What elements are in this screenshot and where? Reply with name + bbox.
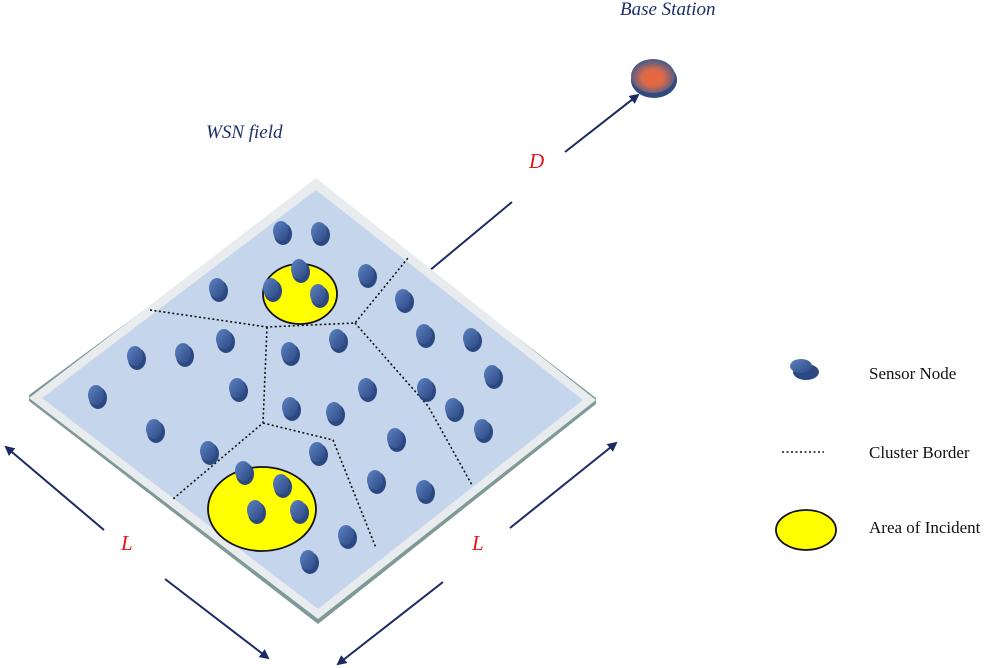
sensor-node-icon xyxy=(282,397,301,421)
sensor-node-icon xyxy=(216,329,235,353)
sensor-node-icon xyxy=(358,378,377,402)
sensor-node-icon xyxy=(326,402,345,426)
sensor-node-icon xyxy=(387,428,406,452)
legend-cluster-border-label: Cluster Border xyxy=(869,443,970,462)
sensor-node-icon xyxy=(175,343,194,367)
left-side-dimension xyxy=(4,445,270,660)
sensor-node-icon xyxy=(263,278,282,302)
sensor-node-icon xyxy=(291,259,310,283)
sensor-node-icon xyxy=(309,442,328,466)
sensor-node-icon xyxy=(247,500,266,524)
sensor-node-icon xyxy=(445,398,464,422)
sensor-node-icon xyxy=(290,500,309,524)
right-side-dimension xyxy=(336,441,618,666)
sensor-node-icon xyxy=(235,461,254,485)
base-station-icon xyxy=(631,59,677,98)
sensor-node-icon xyxy=(146,419,165,443)
sensor-node-icon xyxy=(338,525,357,549)
sensor-node-icon xyxy=(417,378,436,402)
sensor-node-icon xyxy=(416,480,435,504)
distance-label: D xyxy=(528,149,544,173)
wsn-field-plate xyxy=(29,178,596,624)
legend-sensor-node-icon xyxy=(790,359,819,380)
sensor-node-icon xyxy=(484,365,503,389)
legend-incident-swatch xyxy=(775,509,837,551)
sensor-node-icon xyxy=(367,470,386,494)
sensor-node-icon xyxy=(474,419,493,443)
wsn-field-label: WSN field xyxy=(206,122,283,143)
sensor-node-icon xyxy=(300,550,319,574)
right-side-label: L xyxy=(471,531,484,555)
sensor-node-icon xyxy=(229,378,248,402)
legend-incident-label: Area of Incident xyxy=(869,518,981,537)
sensor-node-icon xyxy=(273,474,292,498)
sensor-node-icon xyxy=(273,221,292,245)
sensor-node-icon xyxy=(88,385,107,409)
sensor-node-icon xyxy=(127,346,146,370)
sensor-node-icon xyxy=(329,329,348,353)
cluster-borders xyxy=(149,257,473,549)
sensor-nodes xyxy=(88,221,503,574)
sensor-node-icon xyxy=(311,222,330,246)
sensor-node-icon xyxy=(310,284,329,308)
legend: Sensor Node Cluster Border Area of Incid… xyxy=(775,359,981,551)
sensor-node-icon xyxy=(463,328,482,352)
sensor-node-icon xyxy=(358,264,377,288)
sensor-node-icon xyxy=(200,441,219,465)
sensor-node-icon xyxy=(395,289,414,313)
sensor-node-icon xyxy=(209,278,228,302)
left-side-label: L xyxy=(120,531,133,555)
sensor-node-icon xyxy=(281,342,300,366)
sensor-node-icon xyxy=(416,324,435,348)
distance-arrow xyxy=(421,93,640,278)
legend-sensor-node-label: Sensor Node xyxy=(869,364,956,383)
base-station-label: Base Station xyxy=(620,0,716,20)
